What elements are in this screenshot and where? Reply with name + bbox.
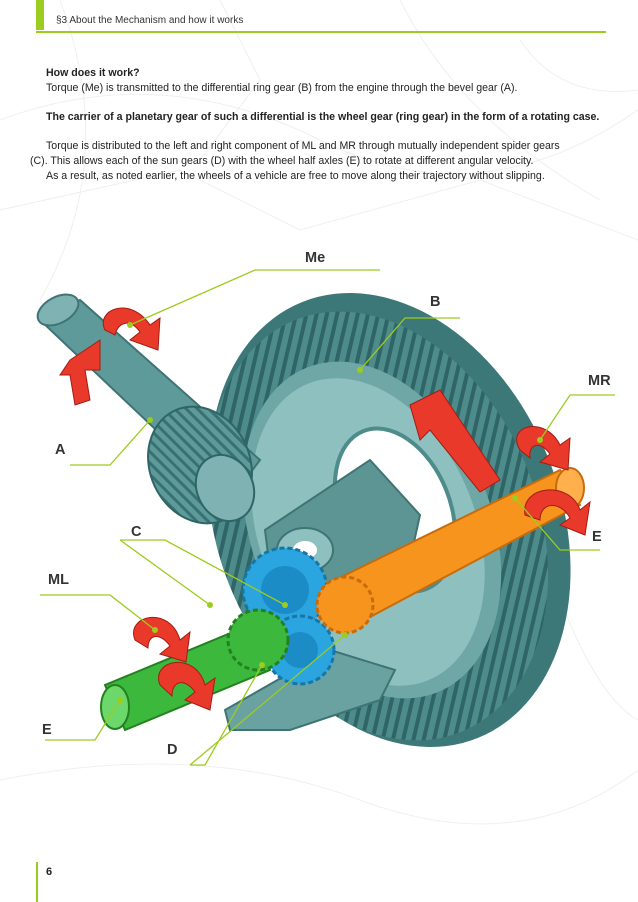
result-paragraph: As a result, as noted earlier, the wheel…	[46, 170, 545, 182]
body-text: How does it work? Torque (Me) is transmi…	[30, 66, 626, 184]
callout-c: C	[131, 524, 142, 540]
callout-mr: MR	[588, 373, 611, 389]
callout-b: B	[430, 294, 441, 310]
right-half-axle	[315, 467, 585, 635]
callout-dots	[117, 322, 543, 703]
callout-e-left: E	[42, 722, 52, 738]
torque-line-1: Torque is distributed to the left and ri…	[46, 140, 560, 152]
callout-me: Me	[305, 250, 326, 266]
bold-statement: The carrier of a planetary gear of such …	[46, 111, 600, 123]
header-accent-bar	[36, 0, 44, 30]
intro-paragraph: Torque (Me) is transmitted to the differ…	[46, 82, 518, 94]
rotation-arrows	[59, 307, 591, 711]
callout-ml: ML	[48, 572, 69, 588]
differential-illustration	[36, 269, 615, 766]
section-title: §3 About the Mechanism and how it works	[56, 15, 244, 26]
callout-d: D	[167, 742, 178, 758]
header-divider	[36, 31, 606, 33]
torque-line-2: (C). This allows each of the sun gears (…	[30, 155, 534, 167]
callout-a: A	[55, 442, 66, 458]
callout-leader-lines	[40, 269, 615, 766]
question-heading: How does it work?	[46, 67, 140, 79]
footer-accent-bar	[36, 862, 38, 902]
callout-e-right: E	[592, 529, 602, 545]
page-number: 6	[46, 866, 53, 878]
